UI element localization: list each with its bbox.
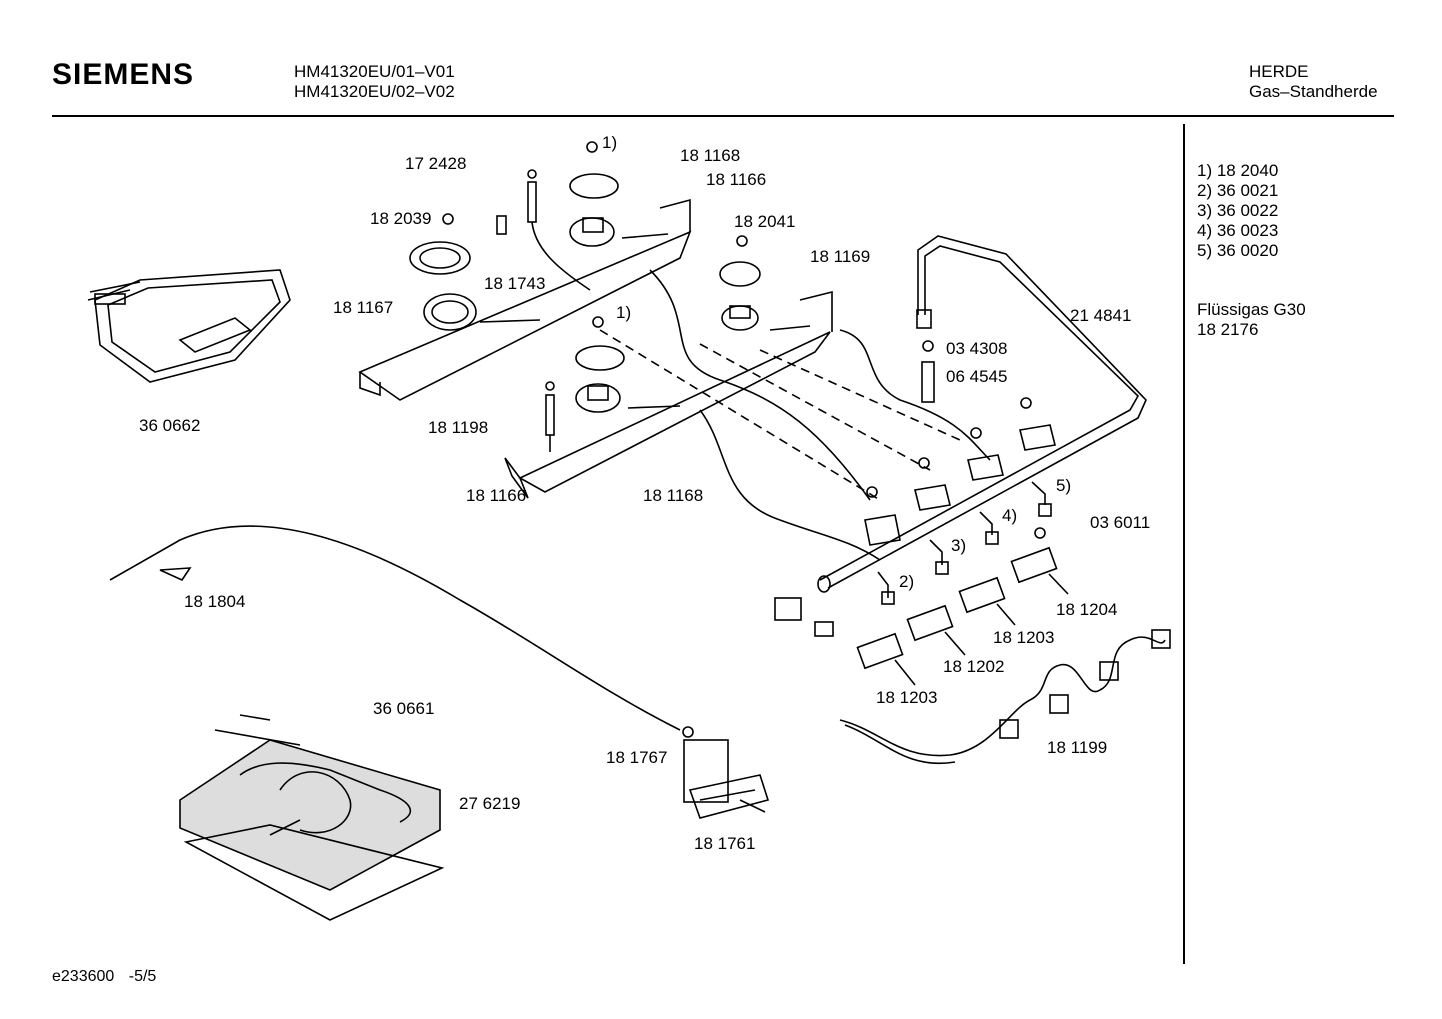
upper-burner-rail: [358, 169, 692, 401]
part-label-182041: 18 2041: [734, 212, 796, 231]
part-label-181767: 18 1767: [606, 748, 668, 767]
lpg-note-value: 18 2176: [1197, 320, 1259, 339]
part-label-034308: 03 4308: [946, 339, 1008, 358]
side-note-1: 1) 18 2040: [1197, 161, 1279, 180]
lpg-note: Flüssigas G30 18 2176: [1197, 300, 1306, 340]
part-label-note-5: 5): [1056, 476, 1072, 495]
part-label-181204: 18 1204: [1056, 600, 1118, 619]
part-label-181203-left: 18 1203: [876, 688, 938, 707]
part-label-181198: 18 1198: [428, 418, 489, 437]
thermostat-capillary: [109, 525, 681, 731]
part-label-064545: 06 4545: [946, 367, 1008, 386]
part-label-screw-note-1-top: 1): [602, 133, 618, 152]
side-note-3: 3) 36 0022: [1197, 201, 1279, 220]
siemens-logo: SIEMENS: [52, 58, 195, 91]
fixing-screws: [442, 141, 1032, 498]
page-indicator: -5/5: [128, 968, 157, 985]
part-label-181199: 18 1199: [1047, 738, 1108, 757]
part-label-181169: 18 1169: [810, 247, 871, 266]
part-label-181761: 18 1761: [694, 834, 756, 853]
bottom-heating-element: [179, 714, 445, 921]
side-note-2: 2) 36 0021: [1197, 181, 1279, 200]
part-label-181166-top: 18 1166: [706, 170, 767, 189]
part-label-screw-note-1-mid: 1): [616, 303, 632, 322]
ignition-harness: [839, 629, 1171, 765]
category-title: HERDE: [1249, 62, 1309, 81]
part-label-181168-bottom: 18 1168: [643, 486, 704, 505]
side-note-4: 4) 36 0023: [1197, 221, 1279, 240]
part-label-181743: 18 1743: [484, 274, 546, 293]
top-heating-element: [87, 269, 291, 383]
category-subtitle: Gas–Standherde: [1249, 82, 1378, 101]
part-label-036011: 03 6011: [1090, 513, 1151, 532]
nozzle-elbows: [877, 481, 1052, 605]
lower-burner-rail: [504, 261, 833, 499]
part-label-181203-right: 18 1203: [993, 628, 1055, 647]
lpg-note-title: Flüssigas G30: [1197, 300, 1306, 319]
part-label-note-4: 4): [1002, 506, 1018, 525]
part-label-360661: 36 0661: [373, 699, 435, 718]
exploded-parts-drawing: [87, 141, 1171, 921]
part-label-181202: 18 1202: [943, 657, 1005, 676]
part-label-181168-top: 18 1168: [680, 146, 741, 165]
diagram-code: e233600: [52, 968, 115, 985]
part-label-172428: 17 2428: [405, 154, 467, 173]
side-note-5: 5) 36 0020: [1197, 241, 1279, 260]
model-number-2: HM41320EU/02–V02: [294, 82, 455, 101]
part-label-182039: 18 2039: [370, 209, 432, 228]
side-divider: [1183, 124, 1185, 964]
part-label-214841: 21 4841: [1070, 306, 1132, 325]
part-label-181804: 18 1804: [184, 592, 246, 611]
part-label-181166-bottom: 18 1166: [466, 486, 527, 505]
header-divider: [52, 115, 1394, 117]
thermocouple-leads: [599, 269, 991, 561]
side-note-list: 1) 18 2040 2) 36 0021 3) 36 0022 4) 36 0…: [1197, 161, 1278, 261]
part-label-276219: 27 6219: [459, 794, 521, 813]
part-label-181167: 18 1167: [333, 298, 394, 317]
gas-taps: [774, 546, 1069, 686]
part-label-note-3: 3): [951, 536, 967, 555]
document-footer: e233600 -5/5: [52, 968, 156, 986]
part-label-360662: 36 0662: [139, 416, 201, 435]
gas-manifold: [817, 235, 1147, 593]
part-label-note-2: 2): [899, 572, 915, 591]
model-number-1: HM41320EU/01–V01: [294, 62, 455, 81]
thermostat-switch: [682, 726, 770, 819]
